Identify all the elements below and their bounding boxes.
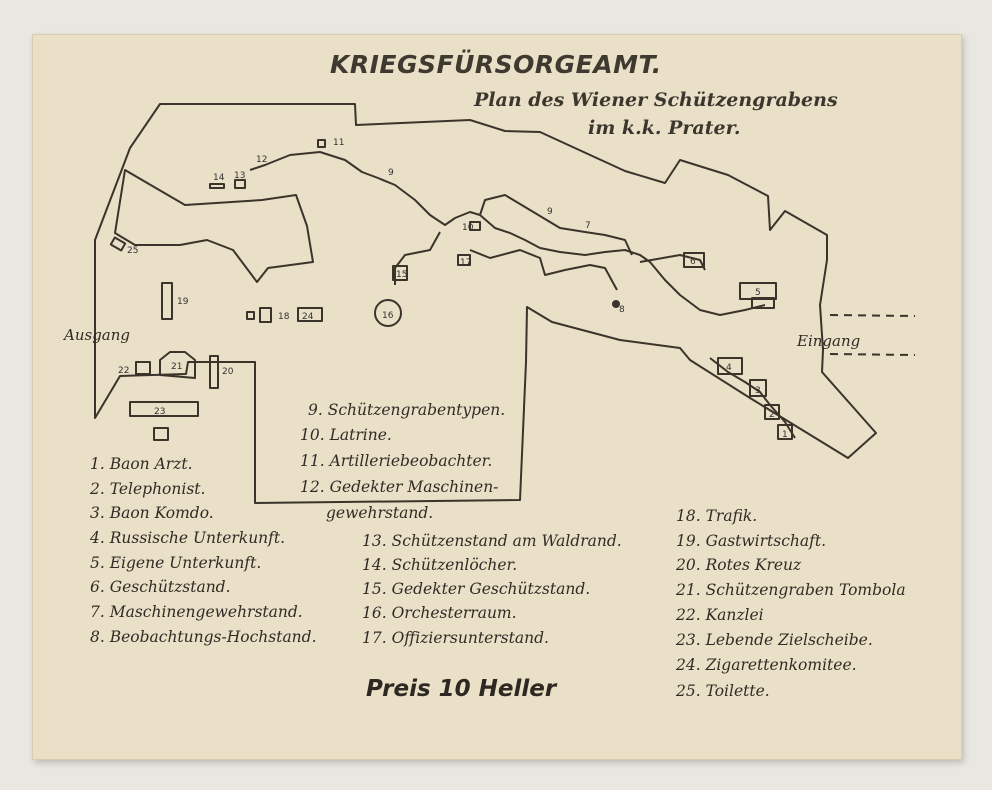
legend-item-5: 5. Eigene Unterkunft. [90,554,262,572]
marker-box-20 [209,355,219,389]
legend-item-14: 14. Schützenlöcher. [362,556,518,574]
svg-text:13: 13 [234,171,245,181]
marker-box-3 [749,379,767,397]
trench-southeast [709,357,796,439]
legend-item-3: 3. Baon Komdo. [90,504,214,522]
marker-box-15 [392,265,408,281]
legend-item-11: 11. Artilleriebeobachter. [300,452,493,470]
legend-item-7: 7. Maschinengewehrstand. [90,603,303,621]
page-title: KRIEGSFÜRSORGEAMT. [330,50,662,79]
trench-branch-lower [394,231,441,285]
marker-box-18b [259,307,272,323]
entrance-road [829,314,916,356]
legend-item-16: 16. Orchesterraum. [362,604,517,622]
legend-item-8: 8. Beobachtungs-Hochstand. [90,628,317,646]
marker-box-19 [161,282,173,320]
marker-box-2 [764,404,780,420]
marker-box-24 [297,307,323,322]
legend-item-17: 17. Offiziersunterstand. [362,629,549,647]
svg-text:17: 17 [460,258,471,268]
forest-area-outline [114,169,314,283]
legend-item-2: 2. Telephonist. [90,480,206,498]
svg-text:21: 21 [171,362,182,372]
svg-text:15: 15 [396,270,407,280]
legend-item-22: 22. Kanzlei [676,606,764,624]
map-subtitle-line-2: im k.k. Prater. [588,117,741,139]
legend-item-15: 15. Gedekter Geschützstand. [362,580,591,598]
marker-box-17 [457,254,471,266]
marker-box-6 [683,252,705,268]
marker-box-23 [129,401,199,417]
marker-circle-16 [374,299,402,327]
exit-label: Ausgang [64,326,130,344]
legend-item-9: 9. Schützengrabentypen. [308,401,506,419]
marker-box-1 [777,424,793,440]
svg-text:10: 10 [462,223,474,233]
boundary-line [94,103,877,504]
legend-item-13: 13. Schützenstand am Waldrand. [362,532,622,550]
legend-item-4: 4. Russische Unterkunft. [90,529,286,547]
svg-text:8: 8 [619,305,625,315]
svg-text:25: 25 [127,246,138,256]
marker-box-5b [751,297,775,309]
marker-box-18a [246,311,255,320]
legend-item-19: 19. Gastwirtschaft. [676,532,826,550]
trench-main [249,151,766,316]
legend-item-23: 23. Lebende Zielscheibe. [676,631,873,649]
svg-text:3: 3 [755,386,761,396]
svg-text:16: 16 [382,311,394,321]
map-subtitle-line-1: Plan des Wiener Schützengrabens [474,89,838,111]
svg-text:22: 22 [118,366,129,376]
marker-box-25 [109,236,127,252]
legend-item-10: 10. Latrine. [300,426,392,444]
svg-text:24: 24 [302,312,314,322]
svg-text:9: 9 [547,207,553,217]
marker-box-11 [317,139,326,148]
svg-text:2: 2 [769,410,775,420]
legend-item-25: 25. Toilette. [676,682,770,700]
marker-dot-8 [612,300,620,308]
marker-box-22 [135,361,151,375]
svg-text:6: 6 [690,257,696,267]
legend-item-12-cont: gewehrstand. [326,504,434,522]
marker-box-10 [469,221,481,231]
svg-text:5: 5 [755,288,761,298]
legend-item-21: 21. Schützengraben Tombola [676,581,906,599]
svg-text:23: 23 [154,407,165,417]
trench-branch-upper [479,194,633,256]
svg-text:9: 9 [388,168,394,178]
trench-branch-middle [469,249,618,291]
marker-tent-21 [159,351,196,379]
legend-item-12: 12. Gedekter Maschinen- [300,478,499,496]
legend-item-6: 6. Geschützstand. [90,578,231,596]
svg-text:7: 7 [585,221,591,231]
svg-text:12: 12 [256,155,267,165]
svg-text:14: 14 [213,173,225,183]
trench-east-branch [639,254,706,271]
price-label: Preis 10 Heller [366,676,557,702]
svg-text:4: 4 [726,363,732,373]
legend-item-20: 20. Rotes Kreuz [676,556,802,574]
svg-text:18: 18 [278,312,290,322]
svg-text:19: 19 [177,297,189,307]
marker-box-23b [153,427,169,441]
paper-sheet [32,34,962,760]
svg-text:1: 1 [782,430,788,440]
svg-text:20: 20 [222,367,234,377]
svg-text:11: 11 [333,138,344,148]
legend-item-1: 1. Baon Arzt. [90,455,193,473]
marker-box-13 [234,179,246,189]
marker-box-4 [717,357,743,375]
legend-item-24: 24. Zigarettenkomitee. [676,656,857,674]
entrance-label: Eingang [797,332,861,350]
marker-box-14 [209,183,225,189]
legend-item-18: 18. Trafik. [676,507,758,525]
